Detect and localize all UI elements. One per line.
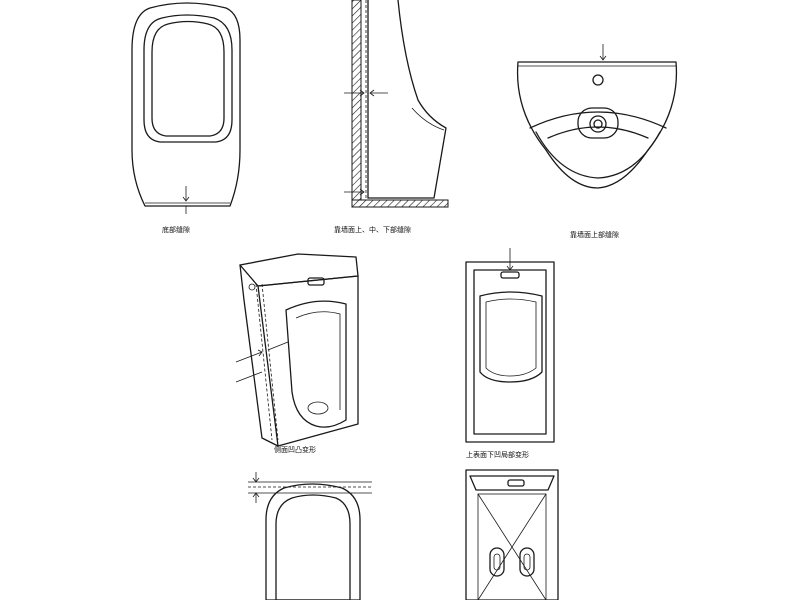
top-vent — [500, 271, 520, 279]
caption-side-deform: 侧面凹凸变形 — [274, 445, 316, 454]
drain — [577, 107, 619, 139]
figure-side-wall-gap: 靠墙面上、中、下部缝隙 — [334, 0, 449, 234]
caption-wall-top-crack: 靠墙面上部缝隙 — [570, 230, 619, 239]
caption-bottom-crack: 底部缝隙 — [162, 225, 190, 234]
figure-side-deform: 侧面凹凸变形 — [235, 253, 359, 454]
figure-top-deform: 上表面下凹局部变形 — [465, 248, 555, 459]
caption-wall-crack: 靠墙面上、中、下部缝隙 — [334, 225, 411, 234]
floor-hatch — [351, 199, 449, 208]
figure-front-bottom-gap: 底部缝隙 — [131, 2, 241, 234]
wall-hatch — [351, 0, 362, 201]
figure-front-partial — [248, 472, 372, 600]
figure-back-partial — [465, 469, 559, 600]
figure-top-wall-gap: 靠墙面上部缝隙 — [516, 44, 678, 239]
caption-top-deform: 上表面下凹局部变形 — [466, 450, 529, 459]
supply-hole — [592, 74, 604, 86]
